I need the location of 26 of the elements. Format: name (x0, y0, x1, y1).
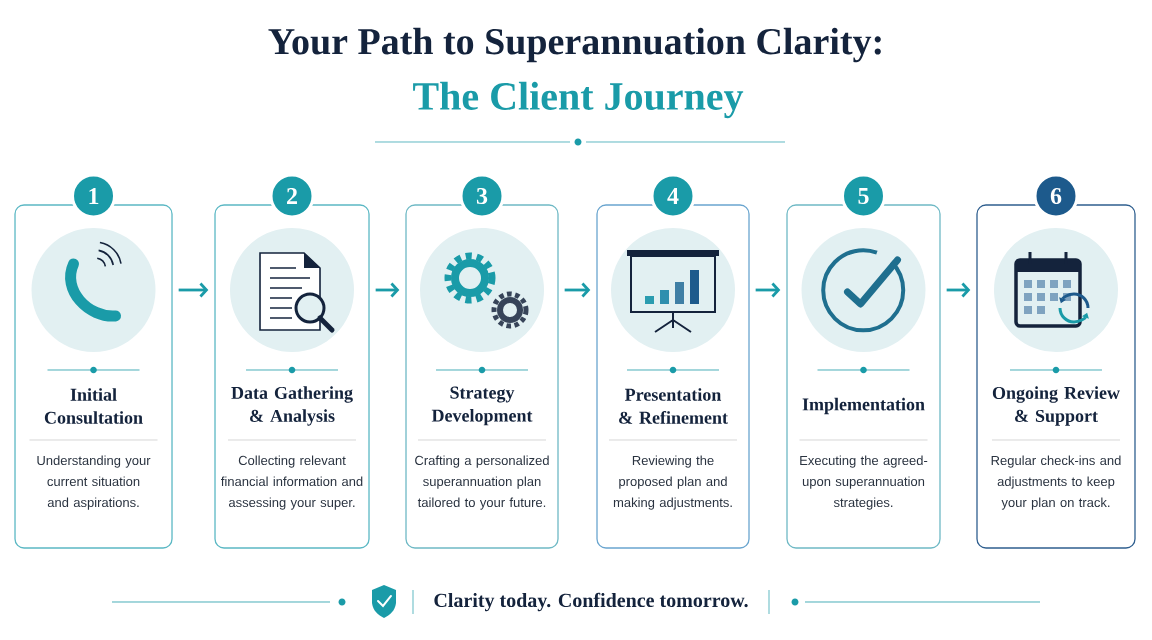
step-description: Reviewing the proposed plan and making adjustments. (613, 455, 732, 510)
arrow (178, 282, 209, 298)
step-number: 2 (269, 173, 315, 219)
step-number: 4 (650, 173, 696, 219)
tagline: Clarity today. Confidence tomorrow. (434, 592, 748, 612)
arrow (755, 282, 781, 298)
arrow (946, 282, 971, 298)
step-number: 6 (1033, 173, 1079, 219)
step-heading: Ongoing Review & Support (992, 386, 1120, 426)
title: Your Path to Superannuation Clarity: (268, 27, 881, 63)
step-number: 5 (841, 173, 886, 219)
step-description: Understanding your current situation and aspirations. (37, 455, 151, 510)
step-description: Crafting a personalized superannuation plan tailored to your future. (415, 455, 549, 510)
step-heading: Presentation & Refinement (619, 388, 728, 424)
step-heading: Initial Consultation (44, 388, 143, 424)
subtitle: The Client Journey (413, 81, 744, 119)
step-number: 1 (71, 173, 116, 219)
step-heading: Implementation (802, 397, 925, 415)
step-description: Regular check-ins and adjustments to keep your plan on track. (991, 455, 1121, 510)
step-description: Executing the agreed-upon superannuation strategies. (800, 455, 928, 510)
step-description: Collecting relevant financial information and assessing your super. (221, 455, 363, 510)
arrow (564, 282, 591, 298)
arrow (375, 282, 400, 298)
step-number: 3 (459, 173, 505, 219)
step-heading: Strategy Development (431, 386, 533, 426)
step-heading: Data Gathering & Analysis (231, 386, 353, 426)
